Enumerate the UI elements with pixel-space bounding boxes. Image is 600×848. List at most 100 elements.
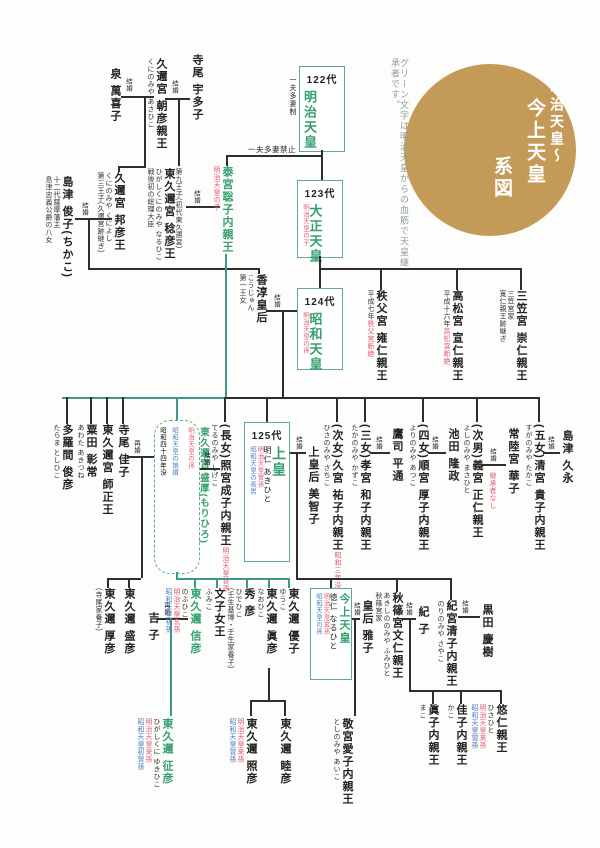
person-takatsukasa: 鷹司 平通 [391,428,403,483]
drop-line [66,397,68,424]
drop-line [364,397,366,422]
marriage-line [352,618,360,620]
lineage-annotation-red: 明治天皇の孫 [186,427,194,469]
descent-line [296,452,298,578]
main-line [321,150,323,180]
person-tarama-toshihiko: 多羅間 俊彦 たらま としひこ [53,424,73,492]
era-label: 122代 [306,75,338,86]
marriage-line [370,452,390,454]
marriage-label: 結婚 [80,202,88,216]
drop-line-teal [288,578,290,588]
drop-line [476,397,478,422]
person-kazuko: (三女)孝宮 和子内親王 たかのみや かずこ [351,424,371,552]
marriage-line [266,310,297,312]
person-yoshiko2: 吉 子 [147,612,159,642]
sibling-line [319,268,522,270]
drop-line [500,690,502,704]
marriage-label: 結婚 [294,436,302,450]
drop-line-teal [216,578,218,588]
sibling-line-teal [176,578,290,580]
descent-line [144,96,146,166]
person-hisahito: 悠仁親王 ひさひと 明治天皇来孫 昭和天皇曾孫 [471,704,507,754]
person-masako: 皇后 雅子 [361,600,373,655]
lineage-annotation-blue: 昭和天皇の長男 [248,446,256,495]
emperor-box-126: 今上天皇 徳仁 なるひと 明治天皇玄孫 昭和天皇の孫 [310,588,352,680]
sibling-line-teal [62,397,227,399]
remarriage-label: 再婚 [162,602,170,616]
main-line [319,256,321,268]
emperor-given-name: 徳仁 なるひと [329,593,338,651]
drop-line [456,268,458,290]
emperor-box-122: 122代 明治天皇 [299,66,345,152]
marriage-line [428,452,446,454]
person-mutsuhiko: 東久邇 睦彦 [279,718,291,786]
person-nobuhiko: 東久邇 信彦 のぶひこ 明治天皇玄孫 昭和天皇初孫 [165,588,201,656]
lineage-line-teal [225,254,227,397]
drop-line [250,700,252,716]
person-awata-akitsune: 粟田 彰常 あわた あきつね [77,424,97,479]
descent-line [178,98,180,166]
descent-line [282,310,284,397]
marriage-label: 結婚 [460,600,468,614]
marriage-label: 結婚 [404,602,412,616]
drop-line-teal [268,578,270,588]
drop-line [520,268,522,290]
person-naohiko: 東久邇 眞彦 なおひこ [257,588,277,656]
title-circle: 明治天皇～ 今上天皇 系図 [404,64,576,236]
drop-line [122,397,124,424]
legend-note: グリーン文字は明治天皇からの血筋で天皇継承者です。 [390,58,409,268]
descent-line [118,166,146,168]
marriage-label: 結婚 [488,448,496,462]
sibling-line [107,578,141,580]
drop-line [224,397,226,422]
emperor-box-123: 123代 大正天皇 明治天皇の子 [297,180,343,264]
marriage-label: 結婚 [546,436,554,450]
person-sachiko: (次女)久宮 祐子内親王昭和三年没 ひさのみや さちこ [323,424,343,589]
person-chichibu: 秩父宮 雍仁親王 平成七年秩父宮断絶 [367,290,387,383]
drop-line [422,397,424,422]
person-sayako: 紀宮清子内親王 のりのみや さやこ [437,600,457,688]
era-label: 123代 [304,189,336,200]
marriage-line [127,456,154,458]
person-hidehiko: 秀 彦 ひでひこ (壬生基博・壬生家養子) [227,588,255,669]
person-kiko: 紀 子 [417,606,429,636]
title-line2: 今上天皇 [524,98,545,186]
marriage-label: 結婚 [124,78,132,92]
sibling-line [250,700,286,702]
sibling-line [224,397,540,399]
branch-line [226,155,228,166]
drop-line [128,578,130,588]
emperor-box-124: 124代 昭和天皇 明治天皇の孫 [297,288,343,372]
era-label: 124代 [304,297,336,308]
person-higashikuni-naruhiko: 第九王子(初代東久邇宮) 東久邇宮 稔彦王 ひがしくにのみや なるひこ 戦後初の… [147,168,182,261]
drop-line [336,397,338,422]
descent-line [354,618,356,716]
marriage-line [290,452,306,454]
descent-line [268,668,270,700]
marriage-line [121,96,154,98]
sibling-line [88,268,260,270]
emperor-name: 今上天皇 [338,593,350,645]
person-michiko: 上皇后 美智子 [307,446,319,526]
person-izumi-makiko: 泉 萬喜子 [109,68,121,123]
emperor-given-name: 明仁 あきひと [263,446,272,504]
person-atsuhiko: 東久邇 厚彦 (寺尾家養子) [95,588,115,656]
drop-line-teal [176,397,178,420]
emperor-box-125: 125代 上皇 明仁 あきひと 明治天皇曾孫 昭和天皇の長男 [244,422,290,562]
person-masahito: (次男)義宮 正仁親王 よしのみや まさひと [463,424,483,539]
emperor-name: 大正天皇 [307,204,323,264]
descent-line-teal [176,572,178,578]
person-shimazu-chikako: 島津 俊子(ちかこ) 十二代薩摩藩主 島津忠義公爵の八女 [45,176,73,279]
sibling-line [296,578,452,580]
emperor-name: 昭和天皇 [307,312,323,372]
drop-line [396,578,398,592]
person-terao-utako: 寺尾 宇多子 [191,54,203,122]
marriage-label: 結婚 [430,436,438,450]
descent-line [409,618,411,690]
drop-line [266,397,268,422]
drop-line [284,700,286,716]
marriage-line [165,98,190,100]
person-terao-yoshiko: 寺尾 佳子 [117,424,129,479]
person-kuninomiya-kuniyoshi: 久邇宮 邦彦王 くにのみや くによし 第三王子(久邇宮跡継ぎ) [97,172,125,253]
era-label: 125代 [251,431,283,442]
